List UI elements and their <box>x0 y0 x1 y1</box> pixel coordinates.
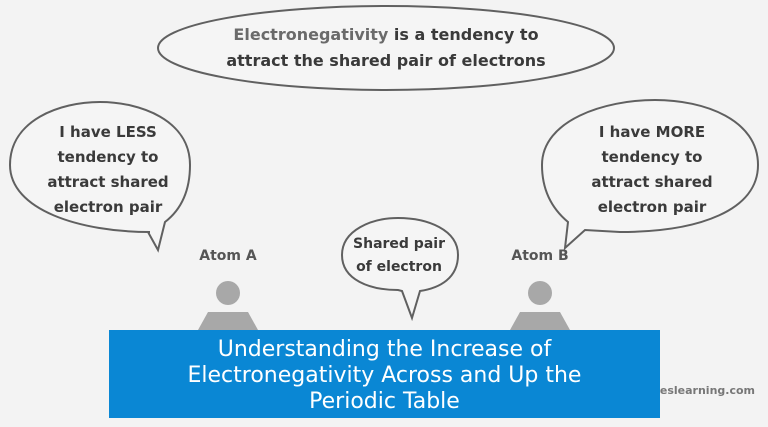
atom-b-person-icon <box>510 281 570 330</box>
center-bubble-line-2: of electron <box>356 259 442 275</box>
top-bubble-line1-rest: is a tendency to <box>388 25 538 44</box>
banner-line-2: Electronegativity Across and Up the <box>187 363 582 388</box>
left-bubble-line-4: electron pair <box>54 198 163 216</box>
atom-a-person-icon <box>198 281 258 330</box>
atom-b-label: Atom B <box>511 248 568 264</box>
banner-line-3: Periodic Table <box>309 389 460 414</box>
left-bubble-line-1: I have LESS <box>59 123 157 141</box>
atom-a-label: Atom A <box>199 248 257 264</box>
top-bubble-line2: attract the shared pair of electrons <box>226 51 545 70</box>
left-bubble-line-3: attract shared <box>47 173 168 191</box>
top-definition-bubble <box>157 5 615 91</box>
left-speech-bubble <box>8 100 192 253</box>
top-bubble-bold-word: Electronegativity <box>233 25 388 44</box>
right-bubble-line-2: tendency to <box>602 148 703 166</box>
right-bubble-line-4: electron pair <box>598 198 707 216</box>
left-bubble-line-2: tendency to <box>58 148 159 166</box>
right-bubble-line-3: attract shared <box>591 173 712 191</box>
title-banner: Understanding the Increase of Electroneg… <box>109 330 660 418</box>
center-speech-bubble <box>340 216 460 322</box>
right-speech-bubble <box>540 98 760 251</box>
right-bubble-line-1: I have MORE <box>599 123 705 141</box>
center-bubble-line-1: Shared pair <box>353 236 445 252</box>
top-bubble-line1: Electronegativity is a tendency to <box>233 25 538 44</box>
banner-line-1: Understanding the Increase of <box>217 337 552 362</box>
